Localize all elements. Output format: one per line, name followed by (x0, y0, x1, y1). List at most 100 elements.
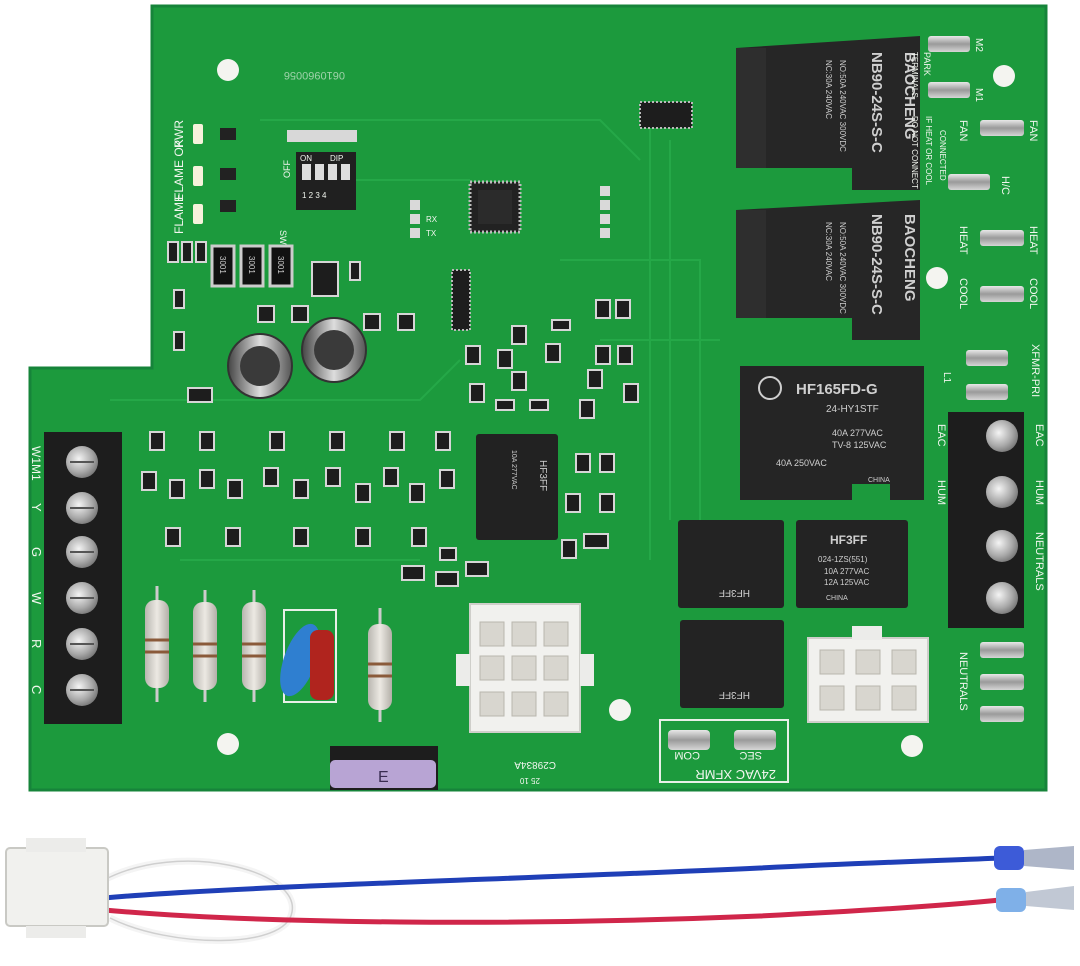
connector-6pin[interactable] (807, 626, 929, 723)
xfmr-pri-label: XFMR-PRI (1029, 344, 1041, 397)
relay1-spec2: NC:30A 240VAC (824, 60, 833, 119)
terminal-label-w: W (29, 592, 44, 605)
red-wire (103, 897, 1001, 925)
relay3-model: HF165FD-G (796, 381, 878, 398)
spade-terminals[interactable] (928, 36, 1024, 722)
blue-wire (103, 855, 1001, 901)
microcontroller-chip (468, 180, 522, 234)
relay3-origin: CHINA (868, 477, 890, 484)
relay-hf3ff-3-model: HF3FF (719, 689, 750, 700)
smd-resistors (210, 244, 294, 288)
fan-label-1: FAN (957, 120, 969, 141)
fan-label-2: FAN (1027, 120, 1039, 141)
soic-chip-2 (451, 269, 471, 331)
terminal-label-r: R (29, 639, 44, 648)
relay-hf3ff-2-model: HF3FF (830, 533, 867, 547)
relay2-spec1: NO:50A 240VAC 300VDC (838, 222, 847, 314)
xfmr-terminals[interactable] (668, 730, 776, 750)
white-wire-loop (102, 857, 296, 944)
off-label: OFF (282, 160, 292, 178)
relay-hf3ff-2-origin: CHINA (826, 595, 848, 602)
relay-hf3ff-2-part: 024-1ZS(551) (818, 555, 868, 564)
terminal-label-c: C (29, 685, 44, 694)
relay-hf3ff-2-spec1: 10A 277VAC (824, 567, 869, 576)
tx-rx-pins (410, 186, 610, 238)
relay1-spec1: NO:50A 240VAC 300VDC (838, 60, 847, 152)
pcb-board (28, 4, 1048, 792)
dip-label: DIP (330, 154, 343, 163)
relay1-brand: BAOCHENG (901, 52, 918, 140)
fuse-label: E (378, 769, 389, 786)
blade-fuse (330, 746, 438, 790)
status-leds (193, 124, 236, 224)
wire-harness[interactable] (5, 838, 1074, 944)
white-wire-loop-shadow (103, 860, 293, 942)
relay-hf3ff-3 (680, 620, 784, 708)
flame-label: FLAME (172, 194, 186, 234)
connector-9pin[interactable] (456, 603, 594, 733)
right-terminal-block[interactable] (948, 412, 1024, 628)
relay3-sub: 24-HY1STF (826, 404, 879, 415)
relay-center-spec: 10A 277VAC (510, 450, 517, 490)
flame-ok-label: FLAME OK (172, 139, 186, 200)
part-number: C29834A (514, 759, 556, 770)
relay-center-model: HF3FF (537, 460, 548, 491)
relay2-brand: BAOCHENG (901, 214, 918, 302)
board-id-text: 0610960056 (284, 69, 345, 81)
left-terminal-block[interactable] (44, 432, 122, 724)
relay2-spec2: NC:30A 240VAC (824, 222, 833, 281)
neutrals-label-1: NEUTRALS (1033, 532, 1045, 591)
dip-numbers-label: 1 2 3 4 (302, 191, 327, 200)
resistor-label-2: 3001 (247, 256, 256, 274)
part-sub: 25 10 (519, 776, 540, 785)
hum-label-1: HUM (935, 480, 947, 505)
resistor-label-1: 3001 (218, 256, 227, 274)
power-resistors (145, 586, 392, 722)
relay-hf3ff-2 (796, 520, 908, 608)
eac-label-1: EAC (935, 424, 947, 447)
heat-label-2: HEAT (1027, 226, 1039, 255)
red-spade-connector (996, 886, 1074, 912)
tx-label: TX (426, 229, 437, 238)
blue-spade-connector (994, 846, 1074, 870)
if-heat-cool-label: IF HEAT OR COOL (924, 116, 933, 186)
park-label: PARK (922, 52, 932, 76)
relay-hf3ff-1 (678, 520, 784, 608)
heat-label-1: HEAT (957, 226, 969, 255)
com-label: COM (674, 749, 700, 761)
disc-capacitors (280, 609, 337, 703)
terminal-label-w1m1: W1M1 (29, 446, 43, 481)
relay3-spec3: 40A 250VAC (776, 458, 827, 468)
hum-label-2: HUM (1033, 480, 1045, 505)
terminals-label: TERMINALS (910, 52, 919, 98)
pwr-label: PWR (172, 120, 186, 148)
relay1-model: NB90-24S-S-C (868, 52, 885, 153)
rx-label: RX (426, 215, 438, 224)
neutrals-label-2: NEUTRALS (957, 652, 969, 711)
dip-switch[interactable] (296, 152, 356, 210)
smd-components (141, 241, 639, 587)
relay-baocheng-2 (736, 200, 920, 340)
hc-label: H/C (999, 176, 1011, 195)
sec-label: SEC (739, 749, 762, 761)
relay-hf3ff-2-spec2: 12A 125VAC (824, 578, 869, 587)
xfmr-label: 24VAC XFMR (695, 767, 776, 782)
do-not-connect-label: DO NOT CONNECT (910, 116, 919, 189)
xfmr-silk-box (659, 719, 789, 783)
relay-hf3ff-center (476, 434, 558, 540)
cool-label-2: COOL (1027, 278, 1039, 309)
eac-label-2: EAC (1033, 424, 1045, 447)
relay3-spec1: 40A 277VAC (832, 428, 883, 438)
relay-hf3ff-1-model: HF3FF (719, 587, 750, 598)
harness-connector (5, 838, 109, 938)
electrolytic-capacitors (227, 317, 367, 399)
soic-chip (639, 101, 693, 129)
resistor-label-3: 3001 (276, 256, 285, 274)
l1-label: L1 (941, 372, 952, 384)
m1-label: M1 (973, 88, 984, 102)
terminal-label-y: Y (29, 503, 44, 512)
m2-label: M2 (973, 38, 984, 52)
relay-baocheng-1 (736, 36, 920, 190)
sw1-label: SW1 (278, 230, 288, 250)
